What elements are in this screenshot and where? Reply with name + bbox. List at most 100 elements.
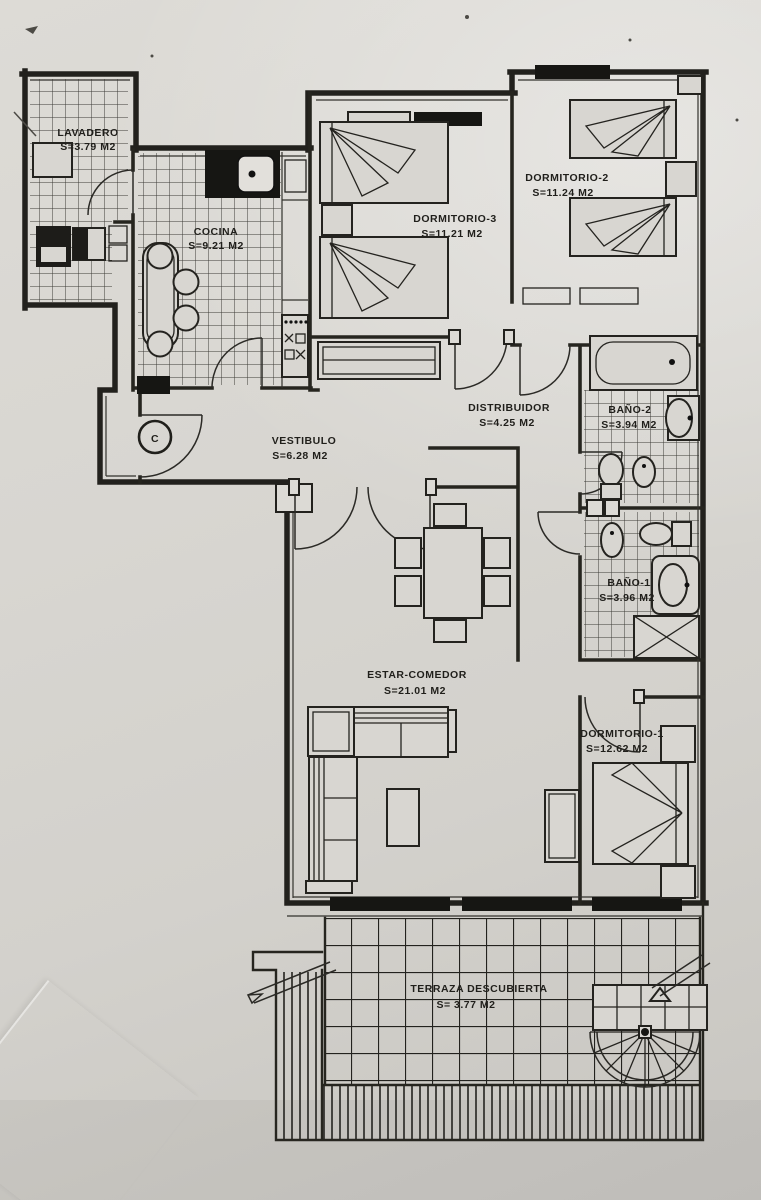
- interior-walls: [113, 91, 705, 905]
- door-arc-lavadero: [87, 169, 134, 216]
- room-area-dormitorio2: S=11.24 M2: [532, 187, 593, 199]
- door-jamb: [633, 689, 645, 704]
- stove-icon: [281, 314, 309, 378]
- bed-icon: [319, 121, 449, 204]
- room-area-dormitorio1: S=12.62 M2: [586, 743, 648, 755]
- door-arc-entry: [139, 414, 203, 478]
- room-area-vestibulo: S=6.28 M2: [272, 450, 328, 462]
- chair-icon: [394, 575, 422, 607]
- room-area-cocina: S=9.21 M2: [188, 240, 244, 252]
- window-band-estar-left: [330, 897, 450, 911]
- room-area-distribuidor: S=4.25 M2: [479, 417, 535, 429]
- bed-icon: [569, 99, 677, 159]
- laundry-cabinet-icon: [108, 244, 128, 262]
- annotation-leader-left: [246, 961, 337, 1005]
- kitchen-table-icon: [142, 242, 200, 358]
- chair-icon: [172, 268, 200, 296]
- window-band-dorm1: [592, 897, 682, 911]
- room-labels: LAVADERO S=3.79 M2 COCINA S=9.21 M2 DORM…: [57, 127, 663, 1011]
- terrace-left-edge-hatch: [278, 972, 322, 1140]
- washbasin-icon: [665, 395, 700, 441]
- door-jamb: [503, 329, 515, 345]
- estar-furniture: [305, 503, 580, 894]
- nightstand-icon: [660, 725, 696, 763]
- room-label-dormitorio3: DORMITORIO-3: [413, 213, 496, 225]
- fridge-icon: [284, 159, 307, 193]
- chair-icon: [433, 503, 467, 527]
- dining-table-icon: [394, 503, 511, 643]
- bed-icon: [319, 236, 449, 319]
- faucet-dot: [248, 170, 256, 178]
- bathroom1-fittings: [586, 499, 700, 659]
- sideboard-icon: [544, 789, 580, 863]
- shelf-box: [604, 499, 620, 517]
- room-area-bano2: S=3.94 M2: [601, 419, 657, 431]
- shower-tray-icon: [633, 615, 700, 659]
- duct-column: [137, 376, 170, 394]
- room-area-dormitorio3: S=11.21 M2: [421, 228, 482, 240]
- dormitorio2-furniture: [522, 99, 697, 305]
- scan-shadow: [0, 1100, 761, 1200]
- dormitorio1-furniture: [592, 725, 696, 899]
- room-area-estar: S=21.01 M2: [384, 685, 446, 697]
- room-label-dormitorio1: DORMITORIO-1: [580, 728, 663, 740]
- terrace-details: [246, 954, 711, 1088]
- stair-core-badge: C: [137, 419, 173, 455]
- annotation-leader-right: [651, 954, 711, 997]
- toilet-icon: [639, 521, 692, 547]
- window-lavadero-west: [32, 142, 73, 178]
- chair-icon: [146, 242, 174, 270]
- room-label-cocina: COCINA: [194, 226, 238, 238]
- bed-icon: [592, 762, 689, 865]
- window-band-dorm2-top: [535, 65, 610, 79]
- chair-icon: [483, 575, 511, 607]
- room-label-estar: ESTAR-COMEDOR: [367, 669, 467, 681]
- chair-icon: [172, 304, 200, 332]
- room-area-terraza: S= 3.77 M2: [437, 999, 496, 1011]
- low-cabinet-icon: [522, 287, 571, 305]
- shelf-box: [586, 499, 604, 517]
- nightstand-icon: [321, 204, 353, 236]
- room-label-distribuidor: DISTRIBUIDOR: [468, 402, 550, 414]
- sofa-icon: [305, 706, 457, 894]
- bidet-icon: [600, 522, 624, 558]
- laundry-appliances: [36, 225, 128, 267]
- door-jamb: [448, 329, 461, 345]
- door-arc-dorm3: [454, 336, 508, 390]
- corner-pillar: [677, 75, 703, 95]
- chair-icon: [146, 330, 174, 358]
- bed-icon: [569, 197, 677, 257]
- scan-specks: [13, 15, 739, 137]
- wardrobe-icon: [317, 341, 441, 380]
- door-arc-bath1: [537, 511, 581, 555]
- dormitorio3-furniture: [319, 121, 449, 319]
- chair-icon: [483, 537, 511, 569]
- room-label-bano2: BAÑO-2: [608, 403, 651, 416]
- stair-direction-triangle: [647, 986, 673, 1002]
- window-band-estar-right: [462, 897, 572, 911]
- washer-door: [41, 247, 66, 262]
- laundry-cabinet-icon: [108, 225, 128, 244]
- spiral-stair-icon: [589, 984, 708, 1088]
- door-jamb: [425, 478, 437, 496]
- room-label-vestibulo: VESTIBULO: [272, 435, 337, 447]
- chair-icon: [433, 619, 467, 643]
- toilet-icon: [598, 453, 624, 500]
- room-label-bano1: BAÑO-1: [607, 576, 650, 589]
- doors: [87, 169, 645, 753]
- terrace-bottom-edge-hatch: [322, 1085, 700, 1140]
- chair-icon: [394, 537, 422, 569]
- coffee-table-icon: [386, 788, 420, 847]
- room-label-lavadero: LAVADERO: [57, 127, 118, 139]
- bathtub-icon: [589, 335, 698, 391]
- room-area-lavadero: S=3.79 M2: [60, 141, 116, 153]
- door-jamb: [288, 478, 300, 496]
- nightstand-icon: [665, 161, 697, 197]
- stair-core-letter: C: [151, 433, 159, 445]
- room-area-bano1: S=3.96 M2: [599, 592, 655, 604]
- low-cabinet-icon: [579, 287, 639, 305]
- kitchen-sink-icon: [237, 155, 275, 193]
- room-label-dormitorio2: DORMITORIO-2: [525, 172, 608, 184]
- door-arc-dorm2: [519, 344, 571, 396]
